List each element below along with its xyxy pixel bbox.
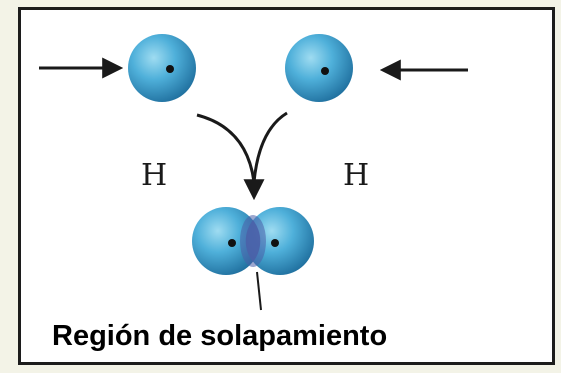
merge-curve-left — [196, 113, 256, 183]
overlap-caption: Región de solapamiento — [52, 320, 388, 352]
figure-frame: H H Región de solapamiento — [18, 7, 555, 365]
atom-label-right: H — [343, 158, 369, 193]
nucleus-dot — [228, 239, 236, 247]
overlap-pointer-line — [256, 271, 262, 311]
hydrogen-atom-right — [285, 34, 353, 102]
atom-label-left: H — [141, 158, 167, 193]
merge-curve-right — [252, 111, 288, 183]
nucleus-dot — [321, 67, 329, 75]
nucleus-dot — [271, 239, 279, 247]
hydrogen-atom-left — [128, 34, 196, 102]
orbital-overlap-diagram: H H — [39, 34, 468, 311]
nucleus-dot — [166, 65, 174, 73]
h2-molecule — [192, 207, 314, 275]
